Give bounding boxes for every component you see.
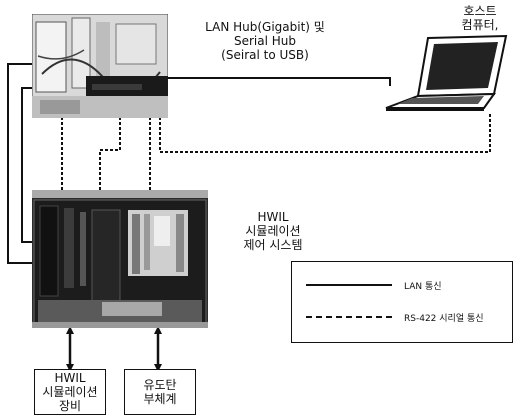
hwil-control-label-line-1: HWIL bbox=[218, 210, 328, 224]
legend-serial-line bbox=[306, 316, 392, 318]
hwil-control-label: HWIL 시뮬레이션 제어 시스템 bbox=[218, 210, 328, 252]
host-label-line-2: 컴퓨터, bbox=[440, 18, 520, 32]
seeker-line-1: 유도탄 bbox=[143, 378, 176, 392]
seeker-subsystem-box: 유도탄 부체계 bbox=[124, 369, 196, 415]
hub-label: LAN Hub(Gigabit) 및 Serial Hub (Seiral to… bbox=[180, 20, 350, 62]
hub-photo bbox=[32, 14, 168, 118]
hwil-equipment-box: HWIL 시뮬레이션 장비 bbox=[34, 369, 106, 415]
serial-line-host bbox=[160, 112, 490, 152]
legend-lan-text: LAN 통신 bbox=[404, 279, 442, 292]
host-label-line-1: 호스트 bbox=[440, 4, 520, 18]
host-computer-label: 호스트 컴퓨터, bbox=[440, 4, 520, 32]
hwil-control-label-line-2: 시뮬레이션 bbox=[218, 224, 328, 238]
legend-serial-text: RS-422 시리얼 통신 bbox=[404, 311, 484, 324]
legend: LAN 통신 RS-422 시리얼 통신 bbox=[291, 261, 513, 343]
lan-line-hub-to-host bbox=[150, 78, 390, 86]
hub-label-line-1: LAN Hub(Gigabit) 및 bbox=[180, 20, 350, 34]
hub-label-line-2: Serial Hub bbox=[180, 34, 350, 48]
legend-lan-row: LAN 통신 bbox=[306, 278, 442, 292]
hwil-equipment-line-2: 시뮬레이션 bbox=[42, 385, 97, 399]
serial-line-2 bbox=[100, 112, 120, 190]
legend-lan-line bbox=[306, 284, 392, 286]
hwil-control-label-line-3: 제어 시스템 bbox=[218, 238, 328, 252]
hwil-equipment-line-1: HWIL bbox=[54, 371, 85, 385]
hwil-equipment-line-3: 장비 bbox=[59, 399, 81, 413]
hub-label-line-3: (Seiral to USB) bbox=[180, 48, 350, 62]
host-computer-icon bbox=[384, 34, 508, 112]
seeker-line-2: 부체계 bbox=[143, 392, 176, 406]
legend-serial-row: RS-422 시리얼 통신 bbox=[306, 310, 484, 324]
hwil-control-system-photo bbox=[32, 190, 208, 328]
